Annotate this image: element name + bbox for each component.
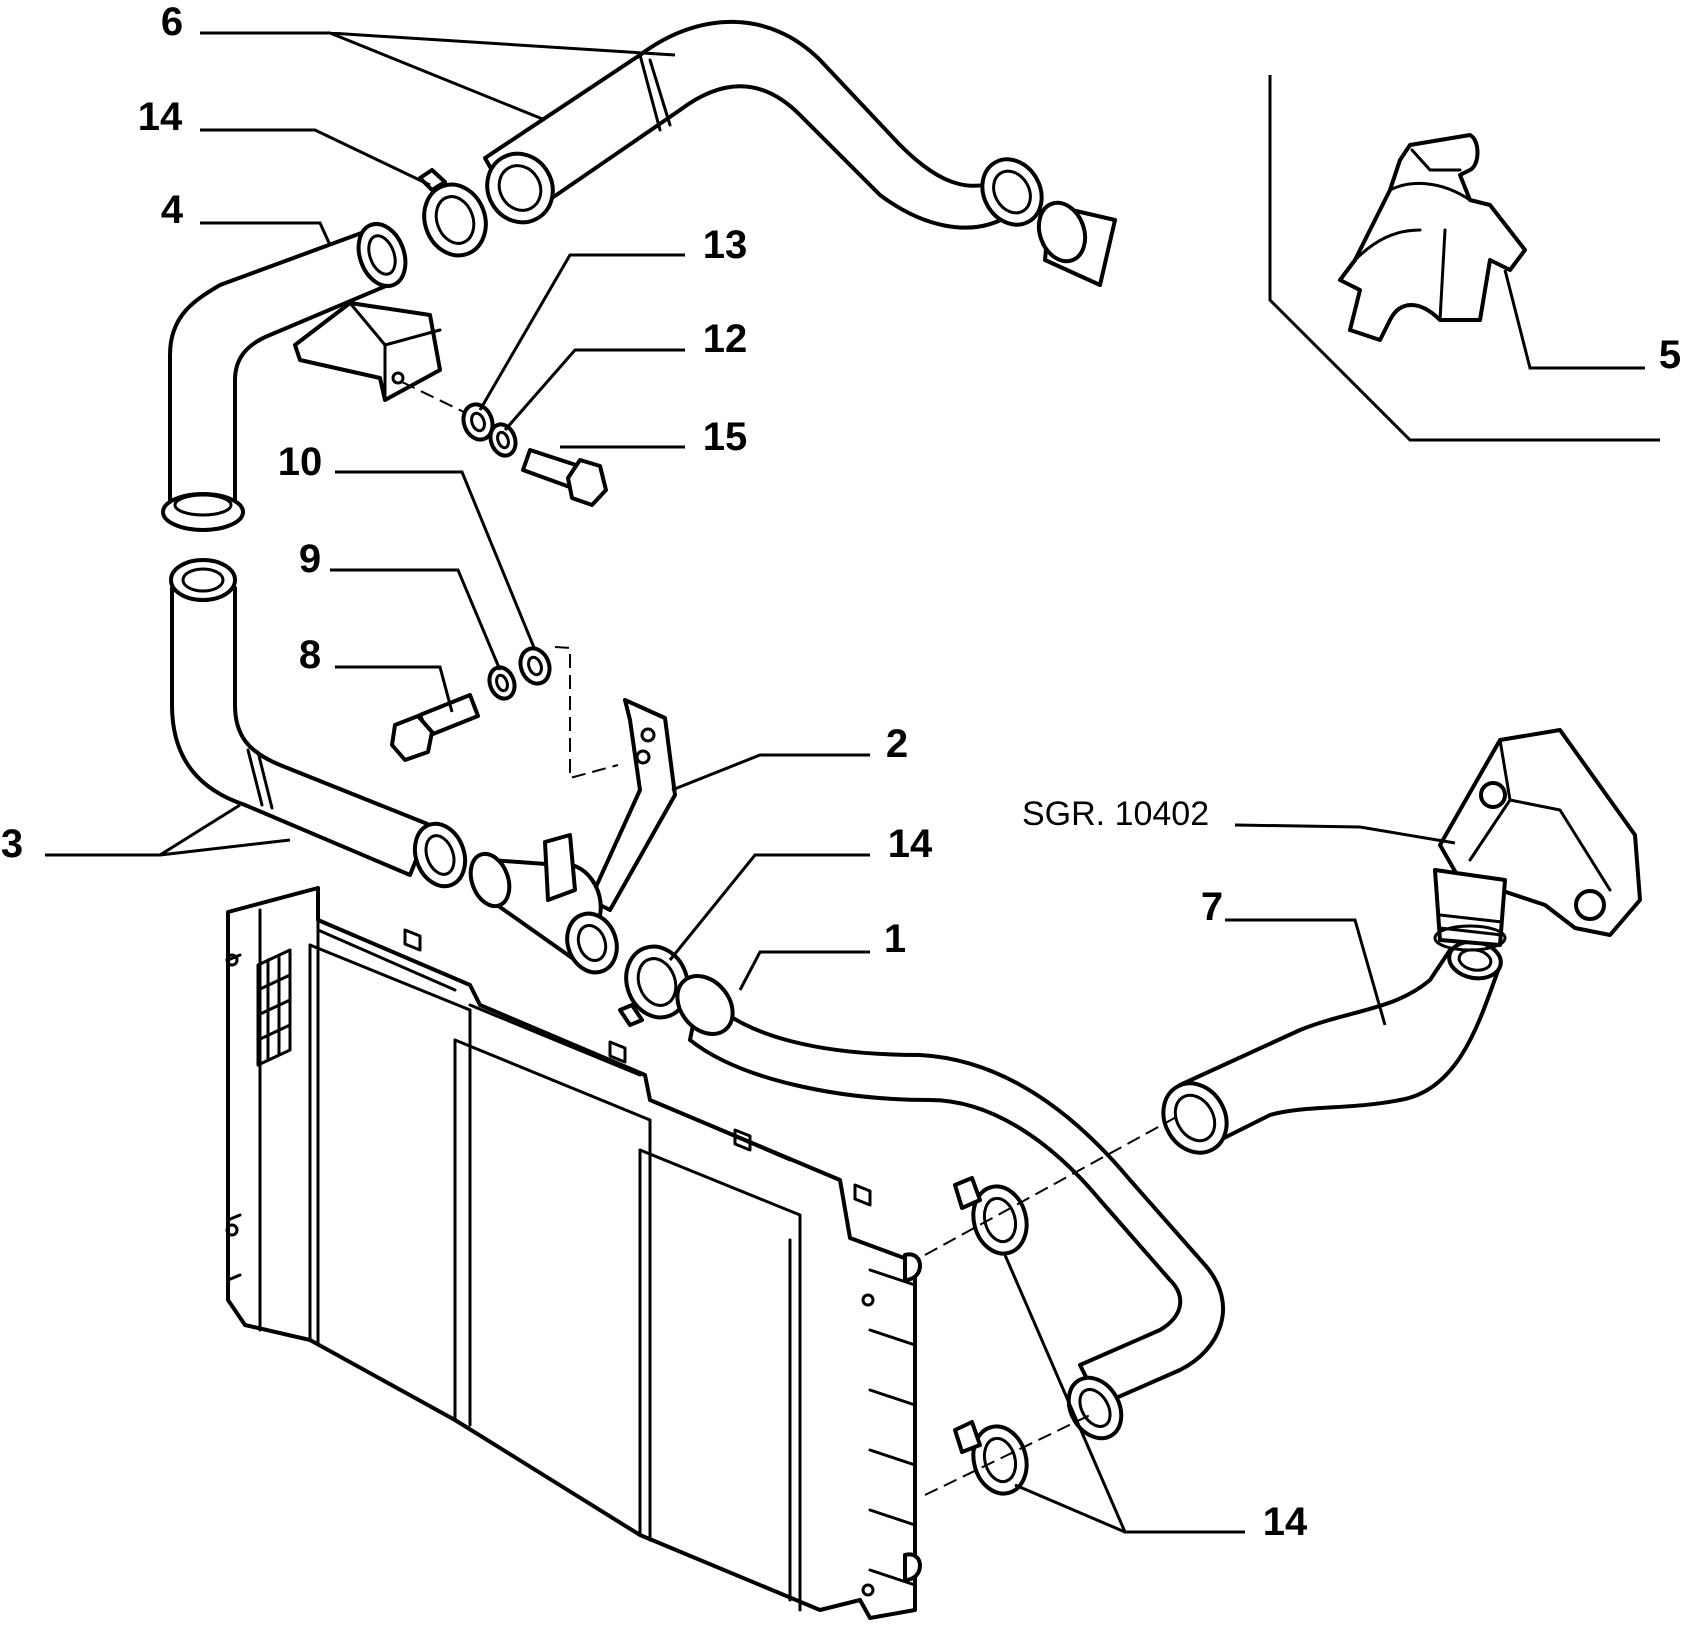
hose-clamp-14-top — [418, 168, 488, 258]
thermostat-housing — [1433, 728, 1642, 952]
callout-14-bottom: 14 — [1263, 1500, 1308, 1544]
callout-10: 10 — [278, 440, 323, 484]
callout-5: 5 — [1659, 333, 1681, 377]
callout-2: 2 — [886, 722, 908, 766]
callout-labels: 6 14 4 13 12 15 10 9 8 2 3 14 1 7 5 14 S… — [1, 0, 1681, 1544]
callout-15: 15 — [703, 415, 748, 459]
washer-10 — [518, 646, 552, 686]
clip-5 — [1338, 133, 1527, 342]
washer-12 — [488, 422, 518, 458]
callout-8: 8 — [299, 633, 321, 677]
hose-1 — [675, 974, 1225, 1441]
bracket-pipe-2 — [468, 698, 677, 975]
callout-9: 9 — [299, 537, 321, 581]
hose-3 — [169, 558, 468, 889]
radiator — [225, 886, 922, 1620]
callout-7: 7 — [1201, 885, 1223, 929]
callout-14-middle: 14 — [888, 822, 933, 866]
pipe-4 — [161, 222, 442, 532]
upper-hose-6 — [483, 19, 1044, 230]
reference-sgr: SGR. 10402 — [1022, 795, 1209, 833]
callout-14-top: 14 — [138, 95, 183, 139]
hose-clamp-14-middle — [618, 944, 690, 1027]
hose-7 — [1161, 939, 1503, 1155]
callout-6: 6 — [161, 0, 183, 44]
hose-clamp-14-lower-b — [953, 1420, 1029, 1496]
washer-9 — [487, 665, 517, 701]
washer-13 — [461, 402, 495, 442]
hose-clamp-14-lower-a — [953, 1176, 1029, 1256]
callout-3: 3 — [1, 822, 23, 866]
leader-lines — [45, 31, 1645, 1534]
callout-4: 4 — [161, 188, 184, 232]
bolt-15 — [521, 448, 608, 507]
callout-13: 13 — [703, 223, 748, 267]
callout-1: 1 — [884, 917, 906, 961]
inset-frame — [1268, 75, 1660, 442]
bolt-8 — [390, 693, 480, 762]
radiator-stub-pipe — [1036, 200, 1117, 287]
callout-12: 12 — [703, 317, 748, 361]
